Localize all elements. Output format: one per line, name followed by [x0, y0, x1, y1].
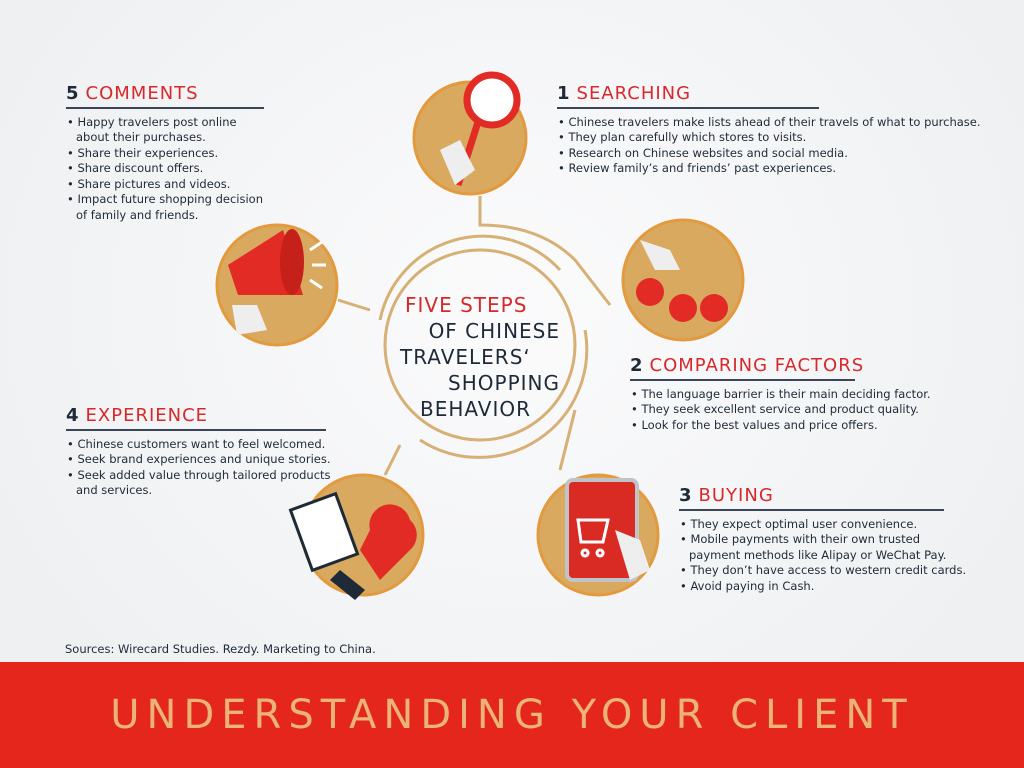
- list-item: Avoid paying in Cash.: [679, 579, 969, 595]
- sources-note: Sources: Wirecard Studies. Rezdy. Market…: [65, 642, 376, 656]
- list-item: Share discount offers.: [66, 161, 271, 177]
- shoes-comparison-icon: [636, 240, 728, 322]
- list-item: Look for the best values and price offer…: [630, 418, 950, 434]
- list-item: Mobile payments with their own trusted p…: [679, 532, 969, 563]
- list-item: They seek excellent service and product …: [630, 402, 950, 418]
- step-number: 5: [66, 83, 80, 104]
- step-title: SEARCHING: [576, 83, 692, 104]
- list-item: They expect optimal user convenience.: [679, 517, 969, 533]
- list-item: Chinese customers want to feel welcomed.: [66, 437, 336, 453]
- list-item: They don’t have access to western credit…: [679, 563, 969, 579]
- clipboard-heart-icon: [288, 491, 417, 600]
- center-title-line: BEHAVIOR: [420, 397, 532, 421]
- step-title: EXPERIENCE: [85, 405, 209, 426]
- list-item: Research on Chinese websites and social …: [557, 146, 987, 162]
- list-item: Seek brand experiences and unique storie…: [66, 452, 336, 468]
- outer-ring-arc: [419, 329, 589, 459]
- bottom-banner: UNDERSTANDING YOUR CLIENT: [0, 662, 1024, 768]
- banner-title: UNDERSTANDING YOUR CLIENT: [110, 692, 914, 738]
- list-item: Review family’s and friends’ past experi…: [557, 161, 987, 177]
- step-number: 2: [630, 355, 644, 376]
- diagram-art: [215, 71, 745, 600]
- tablet-cart-icon: [565, 478, 650, 582]
- magnifier-icon: [440, 71, 521, 187]
- center-title-line: OF CHINESE: [428, 319, 560, 343]
- connector: [558, 409, 577, 471]
- list-item: Seek added value through tailored produc…: [66, 468, 336, 499]
- center-title-line: SHOPPING: [448, 371, 560, 395]
- center-title-line: TRAVELERS‘: [400, 345, 531, 369]
- step-number: 1: [557, 83, 571, 104]
- center-title-line: FIVE STEPS: [405, 293, 528, 317]
- connector: [383, 444, 402, 476]
- list-item: They plan carefully which stores to visi…: [557, 130, 987, 146]
- list-item: Impact future shopping decision of famil…: [66, 192, 271, 223]
- step-title: BUYING: [698, 485, 774, 506]
- list-item: The language barrier is their main decid…: [630, 387, 950, 403]
- connector: [478, 196, 612, 306]
- step-number: 3: [679, 485, 693, 506]
- list-item: Happy travelers post online about their …: [66, 115, 271, 146]
- step-number: 4: [66, 405, 80, 426]
- inner-ring: [383, 248, 577, 442]
- outer-ring-arc: [378, 234, 562, 321]
- connector: [337, 298, 371, 312]
- list-item: Share their experiences.: [66, 146, 271, 162]
- list-item: Chinese travelers make lists ahead of th…: [557, 115, 987, 131]
- center-title: FIVE STEPS OF CHINESE TRAVELERS‘ SHOPPIN…: [395, 292, 560, 422]
- step-title: COMPARING FACTORS: [649, 355, 865, 376]
- list-item: Share pictures and videos.: [66, 177, 271, 193]
- step-title: COMMENTS: [85, 83, 199, 104]
- megaphone-icon: [228, 229, 326, 335]
